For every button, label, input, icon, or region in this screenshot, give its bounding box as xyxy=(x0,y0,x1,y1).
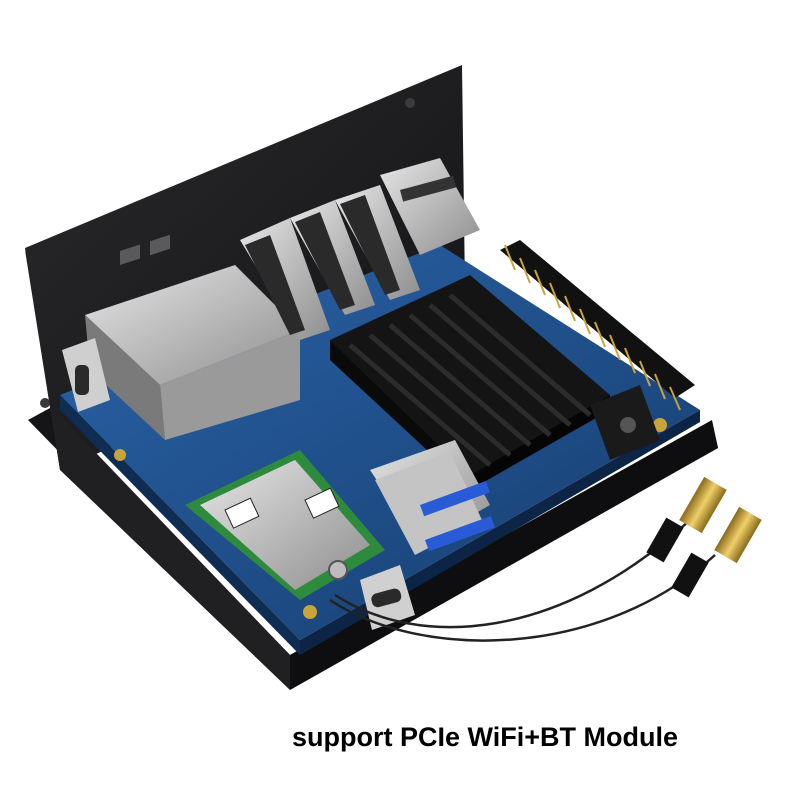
antenna-cables xyxy=(329,476,762,642)
ethernet-port xyxy=(85,234,300,440)
usb-c-port-left xyxy=(62,338,110,412)
caption-text: support PCIe WiFi+BT Module xyxy=(292,722,679,752)
heatsink xyxy=(330,275,610,490)
wifi-bt-module xyxy=(185,450,385,600)
audio-jack xyxy=(590,385,660,460)
case-base-tray xyxy=(25,250,718,690)
gpio-header xyxy=(500,240,695,411)
hdmi-ports xyxy=(240,185,420,340)
usb-port-top xyxy=(380,158,480,255)
usb3-ports xyxy=(370,440,495,555)
